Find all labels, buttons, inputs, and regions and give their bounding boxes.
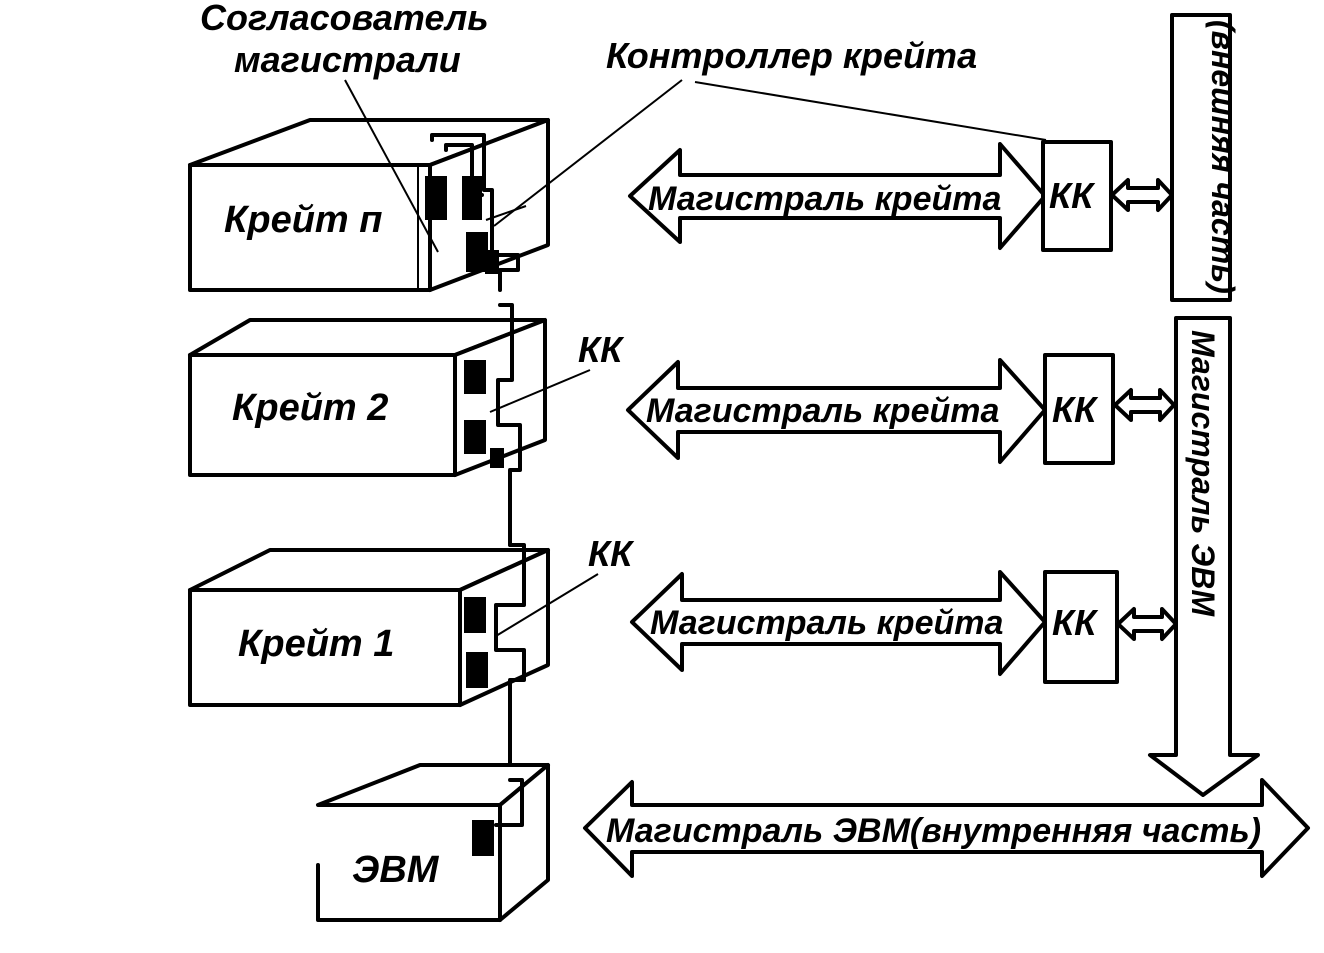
crate-bus-2-label: Магистраль крейта [646,392,999,430]
kk-n-label: КК [1049,175,1096,216]
crate-bus-1: Магистраль крейта [630,570,1047,676]
computer-bus-internal-label: Магистраль ЭВМ(внутренняя часть) [606,812,1261,850]
kk-1-label: КК [1052,602,1099,643]
crate-2-label: Крейт 2 [232,387,388,429]
link-arrow-2 [1113,388,1176,422]
computer-bus-vertical: Магистраль ЭВМ [1148,316,1260,797]
controller-kk-2: КК [1043,353,1115,465]
computer-bus-vertical-label: Магистраль ЭВМ [1185,330,1221,617]
kk1-callout: КК [588,533,635,574]
controller-leader-line-a [493,79,683,227]
kk2-leader-line [489,369,591,413]
crate-n-label: Крейт п [224,199,382,241]
controller-kk-1: КК [1043,570,1119,684]
adapter-callout-line1: Согласователь [200,0,489,38]
crate-bus-2: Магистраль крейта [626,358,1047,464]
crate-n: Крейт п [188,118,550,292]
crate-bus-n-label: Магистраль крейта [648,180,1001,218]
computer-bus-external: (внешняя часть) [1170,13,1241,302]
computer: ЭВМ [316,763,550,922]
crate-bus-n: Магистраль крейта [628,142,1047,250]
crate-bus-1-label: Магистраль крейта [650,604,1003,642]
kk2-callout: КК [578,329,625,370]
crate-1: Крейт 1 [188,543,550,782]
external-part-label: (внешняя часть) [1205,20,1241,294]
adapter-callout-line2: магистрали [234,39,461,80]
crate-2: Крейт 2 [188,303,547,547]
kk1-leader-line [495,573,599,637]
kk-2-label: КК [1052,389,1099,430]
controller-kk-n: КК [1041,140,1113,252]
adapter-leader-line [344,79,439,253]
computer-label: ЭВМ [352,849,440,891]
link-arrow-n [1110,178,1174,212]
computer-bus-internal: Магистраль ЭВМ(внутренняя часть) [583,778,1310,878]
crate-1-label: Крейт 1 [238,623,394,665]
link-arrow-1 [1116,607,1178,641]
controller-callout: Контроллер крейта [606,35,977,76]
controller-leader-line-b [694,81,1047,141]
